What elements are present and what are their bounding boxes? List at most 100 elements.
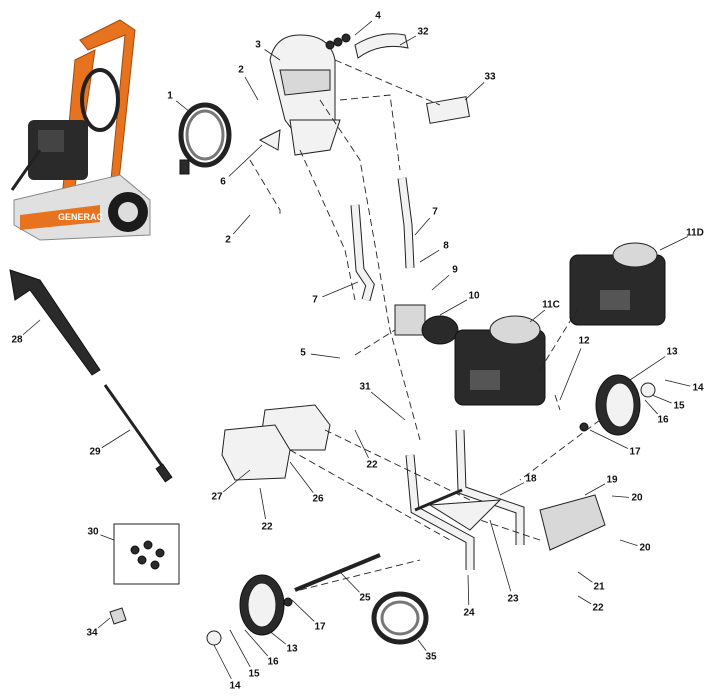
handle-panel [269, 34, 341, 156]
foot-pad-27 [221, 424, 291, 481]
nozzle-adapter [109, 607, 127, 625]
pump [394, 304, 459, 345]
spray-gun [9, 269, 101, 376]
callout-label-33: 33 [484, 72, 496, 83]
leader-line [339, 571, 360, 593]
leader-line [228, 144, 263, 177]
leader-line [289, 461, 314, 493]
leader-line [611, 495, 630, 498]
leader-line [577, 595, 592, 605]
callout-label-17: 17 [314, 622, 326, 633]
hose-hook [354, 33, 409, 59]
callout-label-22: 22 [261, 522, 273, 533]
wheel-left [206, 574, 293, 646]
hose-coil-35 [371, 591, 429, 645]
callout-label-20: 20 [639, 543, 651, 554]
leader-line [291, 599, 315, 622]
leader-line [354, 429, 369, 458]
callout-label-15: 15 [673, 401, 685, 412]
leader-line [310, 353, 341, 359]
leader-line [370, 391, 406, 421]
leader-line [464, 82, 485, 101]
nozzle-kit-box [113, 523, 180, 585]
leader-line [244, 629, 269, 657]
callout-label-34: 34 [86, 628, 98, 639]
callout-label-22: 22 [366, 460, 378, 471]
leader-line [100, 534, 115, 541]
callout-label-27: 27 [211, 492, 223, 503]
leader-line [267, 629, 286, 645]
callout-label-17: 17 [629, 447, 641, 458]
callout-label-5: 5 [300, 348, 306, 359]
leader-line [577, 571, 593, 583]
leader-line [101, 429, 131, 449]
callout-label-14: 14 [229, 681, 241, 692]
leader-line [22, 319, 41, 336]
leader-line [175, 100, 191, 113]
leader-line [439, 299, 468, 316]
wand [103, 384, 167, 471]
leader-line [232, 214, 251, 235]
callout-label-9: 9 [452, 265, 458, 276]
leader-line [399, 35, 417, 46]
hose-coil [178, 102, 232, 175]
tray [539, 494, 606, 551]
leader-line [499, 482, 525, 496]
pressure-washer-photo: GENERAC [10, 19, 151, 241]
leader-line [419, 249, 440, 263]
leader-line [489, 519, 512, 592]
decal [425, 96, 471, 124]
callout-label-1: 1 [167, 91, 173, 102]
leader-line [417, 639, 427, 651]
callout-label-31: 31 [359, 382, 371, 393]
engine-11c [454, 315, 546, 406]
callout-label-21: 21 [593, 582, 605, 593]
callout-label-23: 23 [507, 594, 519, 605]
brand-logo: GENERAC [58, 212, 104, 222]
leader-line [584, 483, 606, 496]
callout-label-12: 12 [578, 336, 590, 347]
leader-line [322, 281, 359, 298]
callout-label-13: 13 [286, 644, 298, 655]
leader-line [559, 348, 582, 401]
callout-label-13: 13 [666, 347, 678, 358]
leader-line [259, 487, 266, 520]
callout-label-20: 20 [631, 493, 643, 504]
axle [294, 553, 381, 592]
callout-label-2: 2 [238, 65, 244, 76]
frame [405, 429, 525, 570]
leader-line [244, 76, 259, 101]
leader-line [659, 236, 688, 251]
callout-label-3: 3 [255, 40, 261, 51]
leader-line [651, 394, 672, 404]
callout-label-19: 19 [606, 475, 618, 486]
leader-line [97, 617, 111, 629]
callout-label-11d: 11D [686, 228, 704, 239]
callout-label-22: 22 [592, 603, 604, 614]
leader-line [529, 309, 546, 323]
callout-label-25: 25 [359, 593, 371, 604]
callout-label-18: 18 [525, 474, 537, 485]
callout-label-16: 16 [267, 657, 279, 668]
callout-label-30: 30 [87, 527, 99, 538]
callout-label-26: 26 [312, 494, 324, 505]
callout-label-4: 4 [375, 11, 381, 22]
leader-line [664, 379, 691, 387]
callout-label-11c: 11C [542, 300, 560, 311]
callout-label-14: 14 [692, 383, 704, 394]
callout-label-10: 10 [468, 291, 480, 302]
callout-label-28: 28 [11, 335, 23, 346]
callout-label-24: 24 [463, 608, 475, 619]
callout-label-2: 2 [225, 235, 231, 246]
callout-label-7: 7 [432, 207, 438, 218]
leader-line [431, 274, 450, 291]
leader-line [264, 49, 281, 61]
engine-11d [569, 242, 666, 326]
leader-line [414, 217, 431, 236]
leader-line [589, 429, 628, 449]
leader-line [213, 644, 232, 680]
callout-label-6: 6 [220, 177, 226, 188]
leader-line [467, 574, 470, 606]
leader-line [644, 399, 658, 415]
